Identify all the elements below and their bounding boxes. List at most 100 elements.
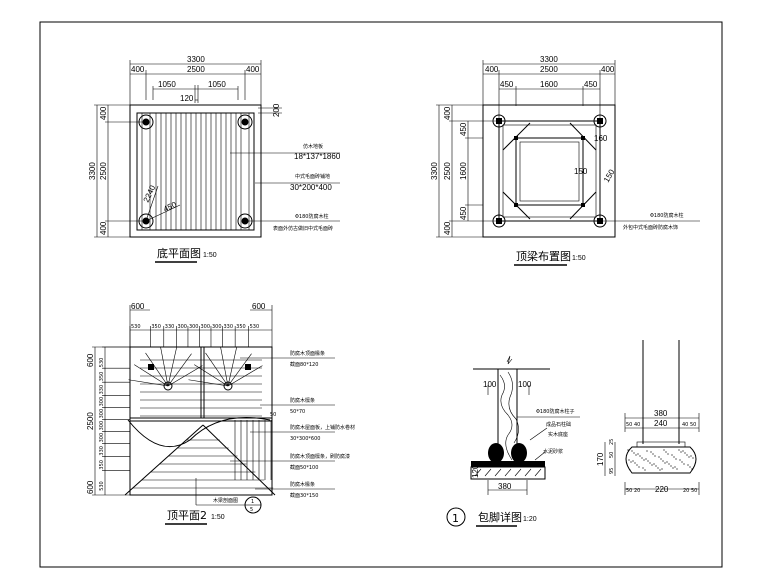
foundation [470, 466, 546, 480]
speckle-dot [688, 456, 690, 458]
detail-number: 1 [452, 512, 459, 525]
sheet-border [39, 21, 723, 568]
dim-rb-mid: 220 [655, 485, 669, 494]
dim-right: 400 [601, 65, 615, 74]
rafter-line [220, 346, 229, 387]
rafter-line [145, 352, 169, 387]
note-value: 截面80*120 [290, 361, 318, 368]
dim-segment-label: 330 [99, 446, 105, 456]
outer-beam [498, 120, 601, 222]
dim-bay-left: 1050 [158, 80, 176, 89]
speckle-dot [658, 456, 660, 458]
speckle-dot [678, 449, 680, 451]
speckle-dot [652, 453, 654, 455]
note-label: 防腐木顶面椽条 [290, 350, 325, 357]
dim-inner-b: 150 [574, 167, 588, 176]
dim-sub-left: 450 [500, 80, 514, 89]
dim-segment-label: 300 [99, 397, 105, 407]
speckle-dot [665, 451, 667, 453]
speckle-dot [646, 450, 648, 452]
rafter-line [128, 379, 169, 387]
roof-rafters [128, 346, 274, 489]
speckle-dot [629, 469, 631, 471]
dim-mid: 2500 [86, 412, 95, 430]
speckle-dot [662, 460, 664, 462]
speckle-dot [650, 451, 652, 453]
speckle-dot [672, 467, 674, 469]
drawing-title: 底平面图 [157, 246, 201, 260]
note: 水泥砂浆 [543, 448, 563, 455]
dim-segment-label: 330 [99, 385, 105, 395]
speckle-dot [636, 464, 638, 466]
note-value: 表面外仿古做旧中式毛面砖 [273, 225, 333, 232]
speckle-dot [675, 458, 677, 460]
dim-segment-label: 300 [212, 324, 222, 330]
drawing-title: 包脚详图 [478, 510, 522, 524]
speckle-dot [630, 461, 632, 463]
drawing-scale: 1:50 [572, 255, 586, 262]
speckle-dot [668, 463, 670, 465]
dim-left-sub-bottom: 450 [459, 206, 468, 220]
dim-overall: 3300 [187, 55, 205, 64]
speckle-dot [628, 459, 630, 461]
dim-left-top: 400 [99, 106, 108, 120]
speckle-dot [637, 453, 639, 455]
dim-overall: 3300 [540, 55, 558, 64]
speckle-dot [641, 457, 643, 459]
rafter-line [167, 353, 192, 387]
dim-sub-right: 450 [584, 80, 598, 89]
dim-right-outer: 600 [252, 302, 266, 311]
speckle-dot [634, 462, 636, 464]
note-value: 截面50*100 [290, 464, 318, 471]
beam-layout-plan: 3300 400 2500 400 450 1600 450 3300 400 … [430, 55, 700, 266]
speckle-dot [654, 455, 656, 457]
dim-segment-label: 530 [99, 481, 105, 491]
speckle-dot [681, 461, 683, 463]
rafter-line [134, 364, 169, 387]
dim-segment-label: 300 [99, 433, 105, 443]
dim-a: 100 [483, 380, 497, 389]
drawing-scale: 1:50 [211, 514, 225, 521]
note-label: 防腐木椽条 [290, 481, 315, 488]
dim-segment-label: 350 [151, 324, 161, 330]
speckle-dot [684, 452, 686, 454]
note-label: 防腐木屋面板，上铺防水卷材 [290, 424, 355, 431]
rafter-line [188, 379, 229, 387]
rafter-line [205, 352, 229, 387]
note-label: Φ180防腐木柱 [295, 213, 328, 220]
stone-base [625, 446, 697, 474]
drawing-title: 顶平面2 [167, 509, 207, 522]
speckle-dot [674, 466, 676, 468]
detail-number-circle [446, 507, 466, 527]
speckle-dot [647, 460, 649, 462]
speckle-dot [683, 463, 685, 465]
dim-r-ha: 25 [609, 439, 615, 445]
speckle-dot [651, 464, 653, 466]
speckle-dot [679, 459, 681, 461]
dim-small: 50 [270, 412, 276, 418]
dim-bottom-outer: 600 [86, 480, 95, 494]
floor-boards [141, 113, 250, 230]
speckle-dot [663, 449, 665, 451]
speckle-dot [645, 458, 647, 460]
dim-r-b: 40 [634, 422, 640, 428]
speckle-dot [639, 455, 641, 457]
drawing-scale: 1:20 [523, 516, 537, 523]
speckle-dot [671, 454, 673, 456]
speckle-dot [682, 450, 684, 452]
note: Φ180防腐木柱子 [536, 408, 574, 415]
speckle-dot [644, 469, 646, 471]
floor-deck [136, 112, 255, 231]
note-label: 防腐木檩条 [290, 397, 315, 404]
base-detail: 100 100 380 120 Φ180防腐木柱子 成品石柱础 实木底座 水泥砂… [446, 340, 700, 527]
dim-segment-label: 530 [131, 324, 141, 330]
speckle-dot [680, 451, 682, 453]
note-value: 外包中式毛面砖防腐木饰 [623, 224, 678, 231]
dim-inner-a: 160 [594, 134, 608, 143]
dim-r-h: 170 [596, 452, 605, 466]
note-label: 仿木地板 [303, 143, 323, 150]
stone-hatch [627, 449, 694, 471]
dim-gap: 120 [180, 94, 194, 103]
dim-bay-right: 1050 [208, 80, 226, 89]
